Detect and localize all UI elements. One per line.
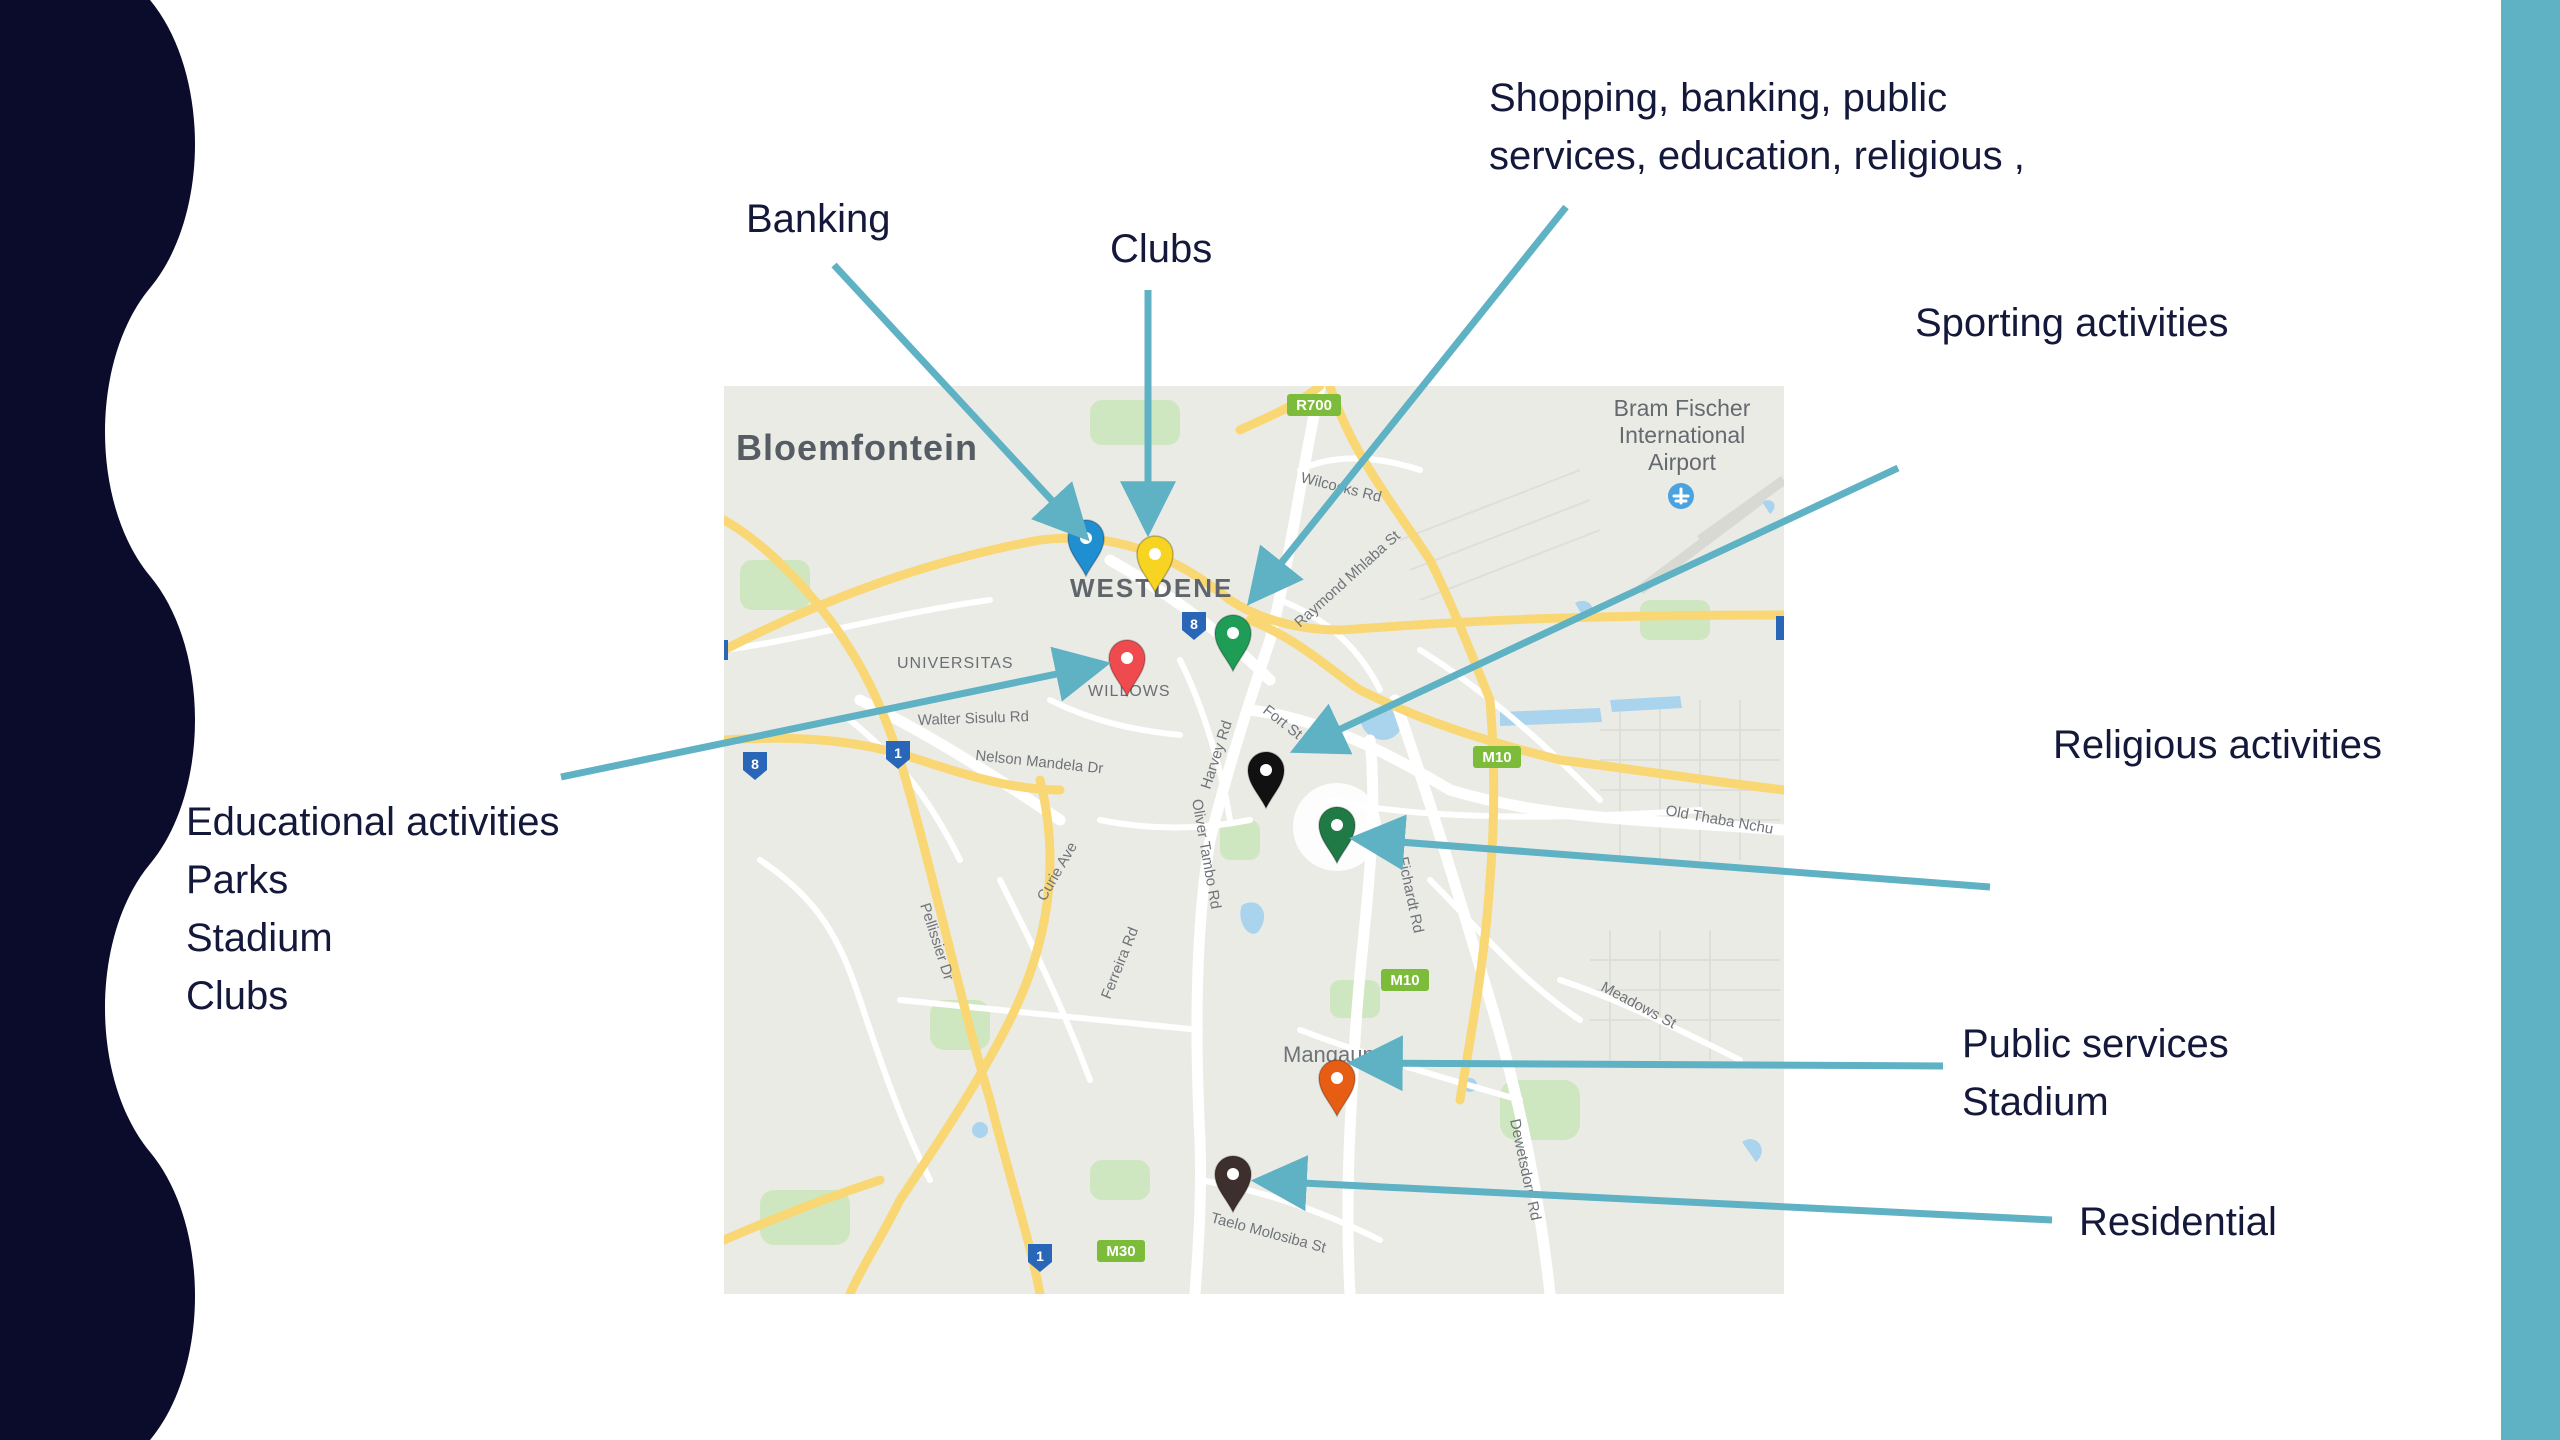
label-educational-line-3: Stadium bbox=[186, 916, 333, 960]
route-shield-1-left: 1 bbox=[886, 741, 910, 769]
label-residential-line-1: Residential bbox=[2079, 1200, 2277, 1244]
map-pins bbox=[1067, 519, 1356, 1214]
shopping-map-pin-icon bbox=[1214, 614, 1252, 673]
label-banking: Banking bbox=[746, 190, 891, 248]
svg-text:1: 1 bbox=[1036, 1248, 1044, 1264]
svg-text:1: 1 bbox=[894, 745, 902, 761]
shopping-map-pin-dot bbox=[1227, 627, 1239, 639]
minor-roads bbox=[724, 455, 1743, 1243]
clubs-map-pin-dot bbox=[1149, 548, 1161, 560]
svg-text:M30: M30 bbox=[1106, 1243, 1135, 1260]
religious-map-pin-dot bbox=[1331, 819, 1343, 831]
label-public-services-line-2: Stadium bbox=[1962, 1080, 2109, 1124]
arrow-sporting bbox=[1289, 464, 1900, 755]
airport-runways bbox=[1637, 475, 1784, 594]
route-label-r700: R700 bbox=[1287, 394, 1341, 416]
arrow-religious bbox=[1348, 814, 1991, 891]
sporting-map-pin-icon bbox=[1247, 751, 1285, 810]
route-label-m10-lower: M10 bbox=[1381, 969, 1429, 991]
public-services-map-pin-dot bbox=[1331, 1072, 1343, 1084]
residential-map-pin-dot bbox=[1227, 1168, 1239, 1180]
educational-map-pin-dot bbox=[1121, 652, 1133, 664]
route-shield-8-mid: 8 bbox=[1182, 612, 1206, 640]
route-shield-1-bottom: 1 bbox=[1028, 1244, 1052, 1272]
label-residential: Residential bbox=[2079, 1193, 2277, 1251]
svg-text:International: International bbox=[1619, 422, 1746, 448]
map-city-label: Bloemfontein bbox=[736, 427, 978, 468]
label-educational-line-2: Parks bbox=[186, 858, 289, 902]
label-sporting-line-1: Sporting activities bbox=[1915, 301, 2229, 345]
svg-text:M10: M10 bbox=[1482, 749, 1511, 766]
highways bbox=[724, 386, 1784, 1294]
svg-text:M10: M10 bbox=[1390, 972, 1419, 989]
label-educational: Educational activities Parks Stadium Clu… bbox=[186, 793, 560, 1025]
map-image: Bloemfontein Bram Fischer International … bbox=[724, 386, 1784, 1294]
label-educational-line-1: Educational activities bbox=[186, 800, 560, 844]
right-accent-band bbox=[2501, 0, 2560, 1440]
route-shield-edge-right bbox=[1776, 616, 1784, 640]
label-public-services: Public services Stadium bbox=[1962, 1015, 2229, 1131]
route-shield-edge-left bbox=[724, 640, 728, 660]
sporting-map-pin-dot bbox=[1260, 764, 1272, 776]
arrow-educational bbox=[560, 646, 1111, 781]
svg-text:Airport: Airport bbox=[1648, 449, 1716, 475]
label-clubs: Clubs bbox=[1110, 220, 1212, 278]
road-walter-label: Walter Sisulu Rd bbox=[918, 708, 1030, 729]
svg-text:Bram Fischer: Bram Fischer bbox=[1614, 395, 1751, 421]
arrow-public-services bbox=[1346, 1035, 1944, 1092]
airport-label: Bram Fischer International Airport bbox=[1614, 395, 1751, 475]
arrow-residential bbox=[1250, 1155, 2053, 1224]
svg-text:8: 8 bbox=[1190, 616, 1198, 632]
label-religious-line-1: Religious activities bbox=[2053, 723, 2383, 767]
educational-map-pin-icon bbox=[1108, 639, 1146, 698]
callout-arrows bbox=[560, 204, 2053, 1224]
svg-text:8: 8 bbox=[751, 756, 759, 772]
label-educational-line-4: Clubs bbox=[186, 974, 289, 1018]
suburb-universitas-label: UNIVERSITAS bbox=[897, 655, 1014, 672]
label-banking-line-1: Banking bbox=[746, 197, 891, 241]
left-wave-band bbox=[0, 0, 195, 1440]
arrow-shopping bbox=[1247, 204, 1569, 606]
residential-map-pin-icon bbox=[1214, 1155, 1252, 1214]
label-shopping-line-2: services, education, religious , bbox=[1489, 134, 2025, 178]
airport-icon bbox=[1668, 483, 1694, 509]
arrow-banking bbox=[831, 262, 1090, 542]
svg-text:R700: R700 bbox=[1296, 397, 1332, 414]
route-label-m10-upper: M10 bbox=[1473, 746, 1521, 768]
label-shopping: Shopping, banking, public services, educ… bbox=[1489, 69, 2025, 185]
label-clubs-line-1: Clubs bbox=[1110, 227, 1213, 271]
label-public-services-line-1: Public services bbox=[1962, 1022, 2229, 1066]
label-shopping-line-1: Shopping, banking, public bbox=[1489, 76, 1948, 120]
label-religious: Religious activities bbox=[2053, 716, 2382, 774]
label-sporting: Sporting activities bbox=[1915, 294, 2228, 352]
banking-map-pin-dot bbox=[1080, 532, 1092, 544]
route-shield-8-left: 8 bbox=[743, 752, 767, 780]
route-label-m30: M30 bbox=[1097, 1240, 1145, 1262]
